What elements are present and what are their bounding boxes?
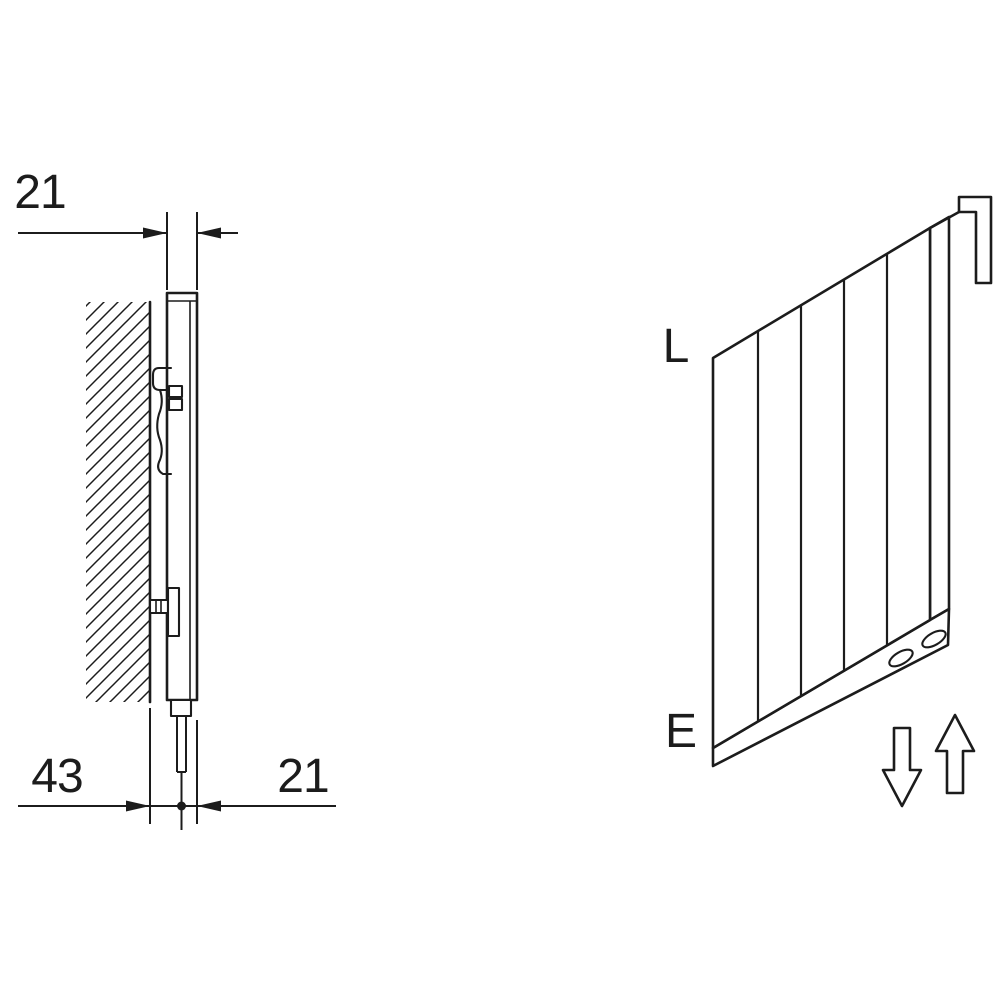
dimension-reference-dot bbox=[177, 801, 186, 811]
fixing-bolt bbox=[148, 598, 170, 615]
radiator-side-face bbox=[928, 215, 951, 622]
arrowhead-right-icon bbox=[143, 227, 167, 239]
hook-channel bbox=[957, 195, 993, 285]
connection-hole bbox=[921, 629, 947, 649]
label-L: L bbox=[663, 320, 690, 373]
dim-label-top-depth: 21 bbox=[14, 166, 65, 219]
bracket-plate bbox=[156, 388, 173, 476]
bottom-foot bbox=[169, 698, 193, 718]
wall-hatch bbox=[86, 302, 150, 702]
bracket-clip-tab bbox=[167, 384, 184, 399]
bracket-clip-tab bbox=[167, 397, 184, 412]
fixing-plate bbox=[166, 586, 181, 638]
wall-section bbox=[86, 300, 152, 704]
hanging-hook bbox=[928, 195, 993, 285]
front-face-outline bbox=[711, 226, 932, 750]
arrow-up-icon bbox=[934, 713, 976, 795]
dimension-top-depth: 21 bbox=[14, 166, 238, 290]
arrow-down-icon bbox=[881, 726, 923, 808]
upper-mounting-bracket bbox=[151, 366, 184, 476]
label-E: E bbox=[665, 705, 697, 758]
radiator-body-profile bbox=[165, 291, 199, 702]
dim-label-bottom-right: 21 bbox=[277, 750, 328, 803]
hook-connector-line bbox=[928, 210, 961, 230]
perspective-view: L E bbox=[663, 195, 993, 808]
dim-label-bottom-left: 43 bbox=[31, 750, 82, 803]
side-view: 21 43 21 bbox=[14, 166, 336, 830]
bracket-hook bbox=[151, 366, 173, 392]
arrowhead-right-icon bbox=[126, 800, 150, 812]
radiator-front-face bbox=[711, 226, 932, 750]
dimension-bottom: 43 21 bbox=[18, 708, 336, 824]
arrowhead-left-icon bbox=[197, 227, 221, 239]
bottom-connection-pipe bbox=[176, 716, 187, 830]
connection-hole bbox=[888, 648, 914, 668]
radiator-profile bbox=[165, 291, 199, 718]
flow-arrows bbox=[881, 713, 976, 808]
arrowhead-left-icon bbox=[197, 800, 221, 812]
lower-fixing bbox=[148, 586, 181, 638]
